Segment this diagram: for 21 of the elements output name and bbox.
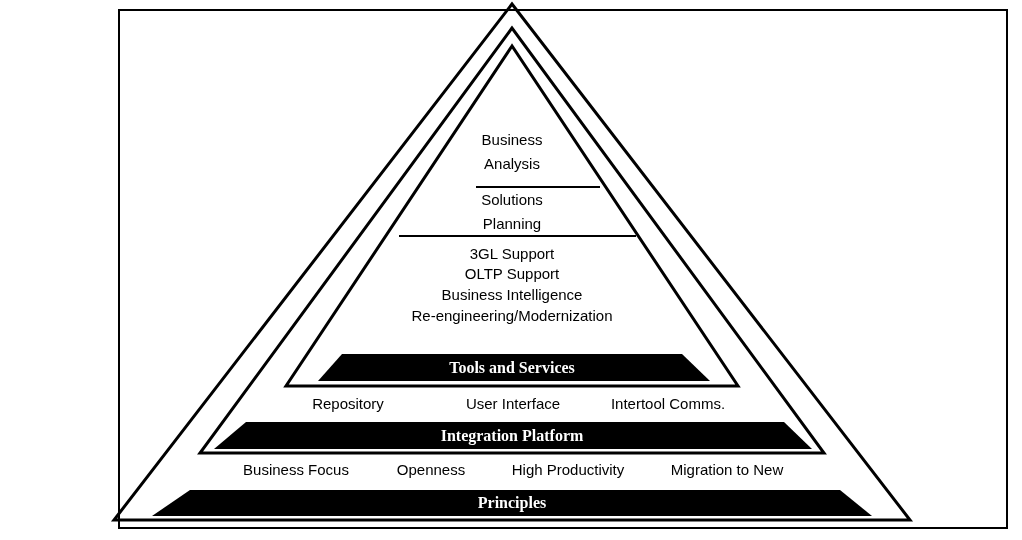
tool-item: 3GL Support [469,243,555,264]
layer-item: Migration to New [670,459,784,480]
band-title: Tools and Services [449,358,575,379]
layer-item: Business Focus [243,459,349,480]
tool-item: Re-engineering/Modernization [411,305,613,326]
tool-item: OLTP Support [464,263,560,284]
layer-item: Repository [312,393,384,414]
layer-item: User Interface [465,393,561,414]
layer-band [318,354,710,381]
layer-item: Openness [396,459,466,480]
pyramid-layer [200,28,824,453]
band-title: Integration Platform [440,426,584,447]
layer-item: Intertool Comms. [610,393,726,414]
band-title: Principles [477,493,547,514]
section-title: Business Analysis [480,130,544,174]
section-title: Solutions Planning [480,190,544,234]
tool-item: Business Intelligence [441,284,583,305]
pyramid-layer [286,46,738,386]
layer-band [214,422,812,449]
layer-band [152,490,872,516]
layer-item: High Productivity [511,459,625,480]
